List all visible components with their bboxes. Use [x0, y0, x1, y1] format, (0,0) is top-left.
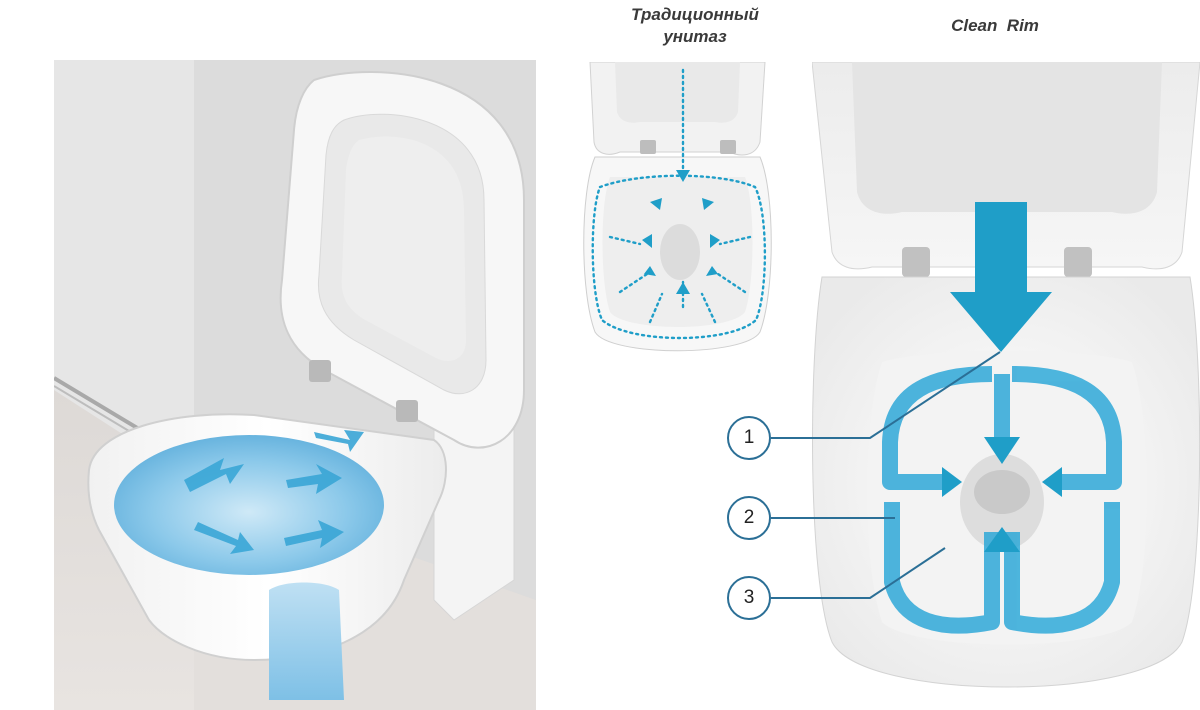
callout-1: 1 — [727, 416, 771, 460]
wall-hung-toilet-photo — [54, 60, 536, 710]
callout-3: 3 — [727, 576, 771, 620]
clean-rim-toilet-photo — [812, 62, 1200, 710]
traditional-heading-line-1: Традиционный — [631, 5, 759, 24]
callout-2: 2 — [727, 496, 771, 540]
traditional-toilet-photo — [580, 62, 775, 362]
traditional-toilet-heading: Традиционный унитаз — [600, 4, 790, 48]
clean-rim-heading: Clean Rim — [951, 16, 1039, 35]
traditional-heading-line-2: унитаз — [663, 27, 727, 46]
